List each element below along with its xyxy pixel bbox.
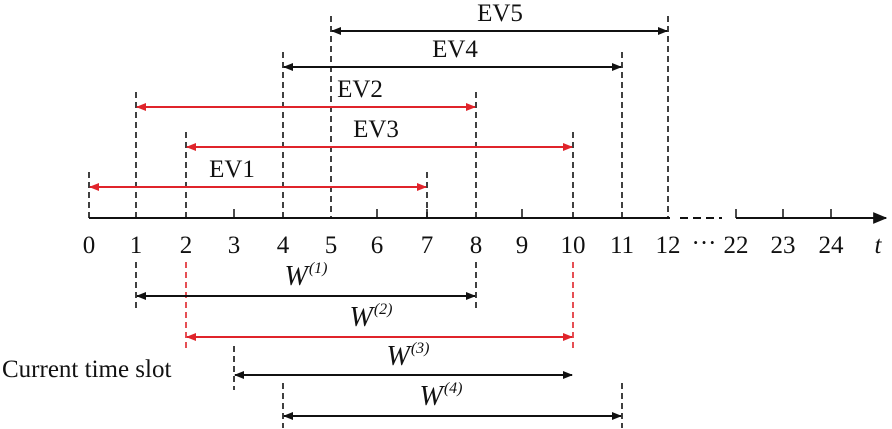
ev-label: EV1	[209, 156, 255, 183]
axis-ellipsis: ···	[692, 230, 717, 257]
window-label-main: W	[420, 381, 446, 412]
axis-symbol-t: t	[875, 232, 883, 259]
current-time-slot-label: Current time slot	[2, 356, 171, 383]
ev-label: EV2	[337, 76, 383, 103]
axis-tick-label: 0	[83, 232, 96, 259]
window-label: W(3)	[387, 340, 430, 372]
axis-tick-label: 5	[325, 232, 338, 259]
window-label: W(2)	[350, 301, 393, 333]
window-label-main: W	[387, 341, 413, 372]
window-label-superscript: (4)	[444, 380, 463, 397]
axis-tick-label: 7	[421, 232, 434, 259]
window-intervals: W(1)W(2)W(3)W(4)	[136, 260, 622, 420]
window-label-main: W	[285, 261, 311, 292]
ev-label: EV3	[353, 116, 399, 143]
axis-tick-label: 24	[819, 232, 845, 259]
window-label-superscript: (2)	[374, 301, 393, 318]
ev-label: EV4	[432, 36, 478, 63]
axis-tick-label: 8	[470, 232, 483, 259]
axis-tick-label: 23	[771, 232, 796, 259]
window-label: W(4)	[420, 380, 463, 412]
axis-tick-label: 22	[724, 232, 749, 259]
axis-tick-label: 9	[516, 232, 529, 259]
window-label-main: W	[350, 302, 376, 333]
axis-tick-label: 3	[228, 232, 241, 259]
window-label-superscript: (3)	[411, 340, 430, 357]
axis-tick-label: 11	[610, 232, 634, 259]
axis-tick-label: 2	[180, 232, 193, 259]
axis-tick-label: 4	[277, 232, 290, 259]
axis-tick-label: 6	[371, 232, 384, 259]
window-label: W(1)	[285, 260, 328, 292]
ev-label: EV5	[477, 0, 523, 27]
dashed-guide-lines	[88, 16, 669, 428]
axis-tick-label: 1	[130, 232, 143, 259]
axis-tick-label: 10	[561, 232, 586, 259]
window-label-superscript: (1)	[309, 260, 328, 277]
axis-tick-label: 12	[656, 232, 681, 259]
